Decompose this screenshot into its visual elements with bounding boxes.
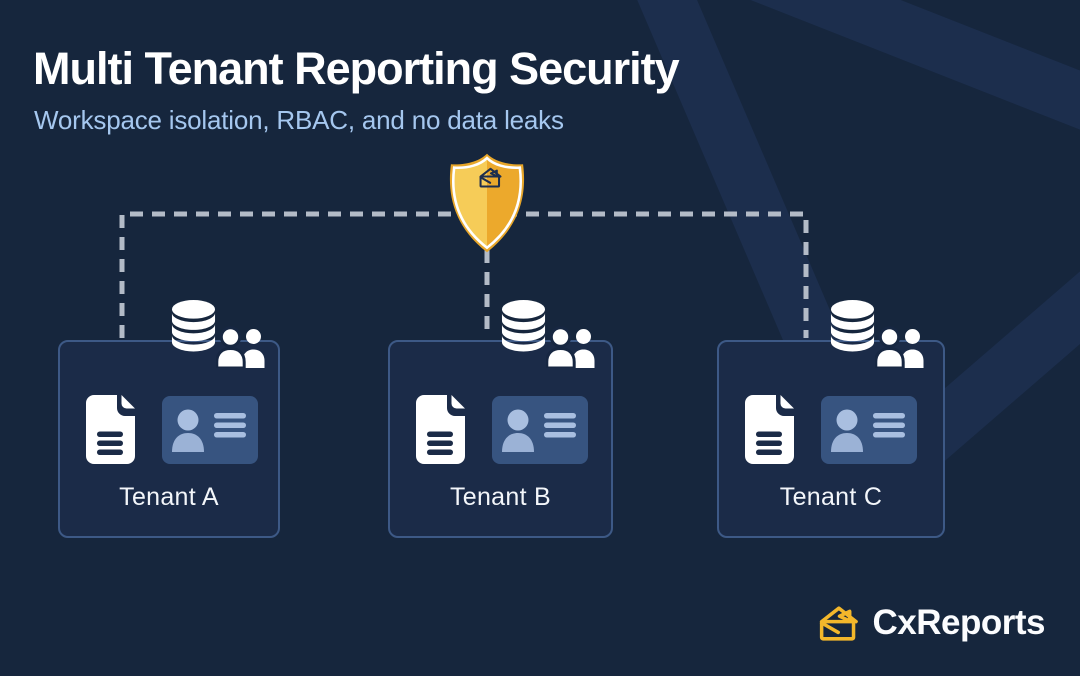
users-icon (875, 326, 924, 368)
brand-logo: CxReports (819, 603, 1046, 643)
users-icon (546, 326, 595, 368)
database-icon (830, 300, 875, 352)
cxreports-envelope-icon (819, 605, 858, 641)
page-subtitle: Workspace isolation, RBAC, and no data l… (34, 104, 564, 135)
tenant-label: Tenant B (449, 483, 552, 511)
page-title: Multi Tenant Reporting Security (33, 43, 680, 94)
id-card-icon (492, 396, 588, 464)
database-icon (171, 300, 216, 352)
id-card-icon (162, 396, 258, 464)
security-shield-icon (449, 153, 525, 253)
header: Multi Tenant Reporting Security Workspac… (33, 43, 680, 135)
tenant-label: Tenant A (119, 483, 219, 511)
users-icon (216, 326, 265, 368)
tenant-label: Tenant C (779, 483, 883, 511)
tenant-box-b: Tenant B (388, 300, 613, 538)
tenant-box-c: Tenant C (717, 300, 945, 538)
document-icon (416, 395, 465, 464)
brand-name: CxReports (872, 603, 1046, 642)
id-card-icon (821, 396, 917, 464)
document-icon (86, 395, 135, 464)
database-icon (501, 300, 546, 352)
document-icon (745, 395, 794, 464)
tenant-box-a: Tenant A (58, 300, 280, 538)
